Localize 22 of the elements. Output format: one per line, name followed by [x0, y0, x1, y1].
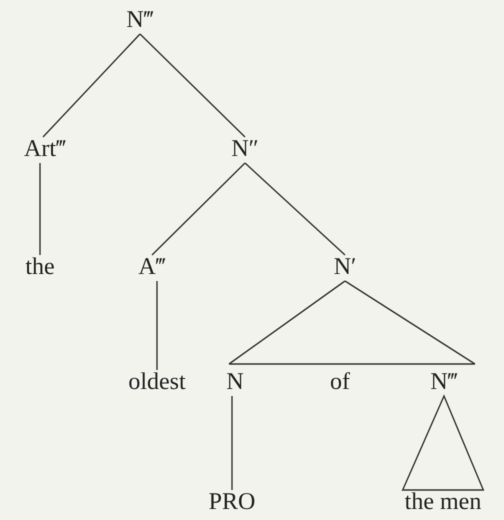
tree-label: N — [226, 370, 244, 394]
branch-line — [39, 163, 41, 255]
branch-line — [156, 281, 158, 370]
word: the — [25, 255, 55, 279]
tree-label: N‴ — [430, 370, 458, 394]
word: the men — [404, 490, 482, 514]
tree-label: N″ — [231, 137, 259, 161]
branch-line — [42, 34, 141, 138]
word: of — [330, 370, 350, 394]
branch-line — [228, 280, 346, 365]
branch-line — [140, 34, 246, 138]
branch-line — [344, 280, 476, 365]
tree-label: A‴ — [138, 255, 166, 279]
word: PRO — [208, 490, 256, 514]
tree-label: Art‴ — [24, 137, 66, 161]
triangle-branch — [402, 394, 484, 491]
branch-line — [231, 396, 233, 490]
tree-label: N‴ — [126, 8, 154, 32]
branch-line — [244, 162, 346, 256]
branch-line — [152, 162, 246, 256]
tree-label: N′ — [334, 255, 356, 279]
word: oldest — [128, 370, 186, 394]
